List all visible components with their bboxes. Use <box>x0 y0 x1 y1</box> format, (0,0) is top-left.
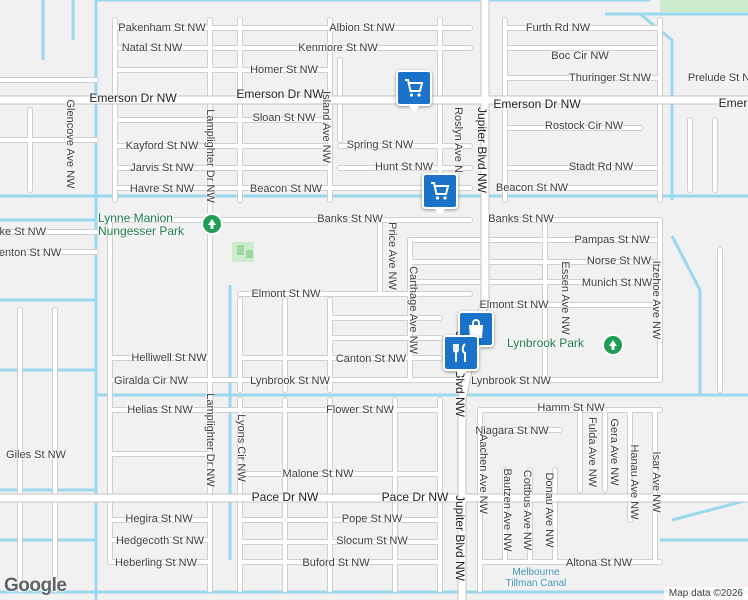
street-label: Roslyn Ave N <box>452 107 464 173</box>
street-label: Emerson Dr NW <box>493 97 581 111</box>
street-label: Isar Ave NW <box>650 451 662 513</box>
shopping-pin[interactable] <box>422 173 458 215</box>
street-label: Natal St NW <box>121 42 183 54</box>
street-label: Munich St NW <box>581 277 653 289</box>
park-label: Lynbrook Park <box>507 336 584 350</box>
street-label: Lamplighter Dr NW <box>204 109 216 203</box>
street-label: Beacon St NW <box>249 183 323 195</box>
street-label: Helliwell St NW <box>131 352 207 364</box>
street-label: Hamm St NW <box>537 402 605 414</box>
street-label: Aachen Ave NW <box>477 434 489 514</box>
street-label: Giralda Cir NW <box>114 375 188 387</box>
street-label: Rostock Cir NW <box>544 120 624 132</box>
street-label: Prelude St N <box>687 72 748 84</box>
street-label: Flower St NW <box>326 404 394 416</box>
tree-icon <box>609 340 617 350</box>
street-label: Donau Ave NW <box>543 472 555 548</box>
street-label: Canton St NW <box>335 353 407 365</box>
street-label: Malone St NW <box>282 468 354 480</box>
restaurant-icon <box>453 343 466 362</box>
street-label: Banks St NW <box>488 213 554 225</box>
street-label: Kayford St NW <box>125 140 199 152</box>
street-label: Emer <box>718 96 748 110</box>
street-label: Helias St NW <box>127 404 193 416</box>
street-label: Hegira St NW <box>125 513 193 525</box>
street-label: Elmont St NW <box>479 299 549 311</box>
street-label: Albion St NW <box>329 22 395 34</box>
street-label: Pace Dr NW <box>381 490 449 504</box>
shopping-pin[interactable] <box>396 70 432 112</box>
street-label: Norse St NW <box>586 255 652 267</box>
street-label: Thuringer St NW <box>569 72 651 84</box>
tree-icon <box>208 219 216 229</box>
street-label: Lamplighter Dr NW <box>204 393 216 487</box>
street-label: enton St NW <box>0 247 62 259</box>
map-attribution[interactable]: Map data ©2026 <box>663 587 748 600</box>
street-label: Jupiter Blvd NW <box>453 494 467 582</box>
street-label: Buford St NW <box>302 557 370 569</box>
street-label: Hanau Ave NW <box>628 444 640 520</box>
shopping-cart-icon <box>405 79 424 97</box>
street-label: Stadt Rd NW <box>568 161 634 173</box>
street-label: Homer St NW <box>250 64 318 76</box>
street-label: Lyons Cir NW <box>235 414 247 482</box>
street-label: Havre St NW <box>129 183 195 195</box>
street-label: Price Ave NW <box>386 222 398 290</box>
shopping-bag-icon <box>469 319 483 338</box>
restaurant-pin[interactable] <box>443 335 479 377</box>
street-label: Cottbus Ave NW <box>521 469 533 551</box>
street-label: Elmont St NW <box>251 288 321 300</box>
street-label: Jarvis St NW <box>130 162 194 174</box>
street-label: Beacon St NW <box>495 182 569 194</box>
street-label: Itzehoe Ave NW <box>650 260 662 340</box>
street-label: Emerson Dr NW <box>236 87 324 101</box>
street-label: Jupiter Blvd NW <box>475 106 489 194</box>
street-label: Hunt St NW <box>374 161 434 173</box>
street-label: Gera Ave NW <box>608 418 620 486</box>
street-label: Island Ave NW <box>320 91 332 163</box>
street-label: Heberling St NW <box>115 557 197 569</box>
street-label: Essen Ave NW <box>559 261 571 335</box>
street-label: Banks St NW <box>317 213 383 225</box>
park-marker[interactable] <box>201 213 223 235</box>
street-label: Furth Rd NW <box>525 22 591 34</box>
canal-label: Melbourne Tillman Canal <box>505 567 567 589</box>
street-label: cke St NW <box>0 226 46 238</box>
street-label: Hedgecoth St NW <box>115 535 205 547</box>
street-label: Pope St NW <box>341 513 403 525</box>
shopping-cart-icon <box>431 182 450 200</box>
street-label: Lynbrook St NW <box>250 375 330 387</box>
street-label: Fulda Ave NW <box>586 416 598 488</box>
park-marker[interactable] <box>602 334 624 356</box>
google-logo: Google <box>4 575 67 596</box>
street-label: Sloan St NW <box>252 112 316 124</box>
street-label: Pakenham St NW <box>118 22 206 34</box>
street-label: Pace Dr NW <box>251 490 319 504</box>
street-label: Carthage Ave NW <box>407 266 419 354</box>
street-label: Slocum St NW <box>336 535 408 547</box>
street-label: Pampas St NW <box>574 234 650 246</box>
street-label: Glencove Ave NW <box>64 99 76 189</box>
street-label: Spring St NW <box>346 139 414 151</box>
street-label: Emerson Dr NW <box>89 91 177 105</box>
street-label: Kenmore St NW <box>298 42 378 54</box>
park-label: Lynne Manion Nungesser Park <box>98 211 185 238</box>
street-label: Giles St NW <box>6 449 66 461</box>
street-label: Lynbrook St NW <box>471 375 551 387</box>
street-label: Bautzen Ave NW <box>501 468 513 552</box>
street-label: Boc Cir NW <box>551 50 609 62</box>
street-label: Niagara St NW <box>475 425 549 437</box>
street-label: Altona St NW <box>565 557 633 569</box>
